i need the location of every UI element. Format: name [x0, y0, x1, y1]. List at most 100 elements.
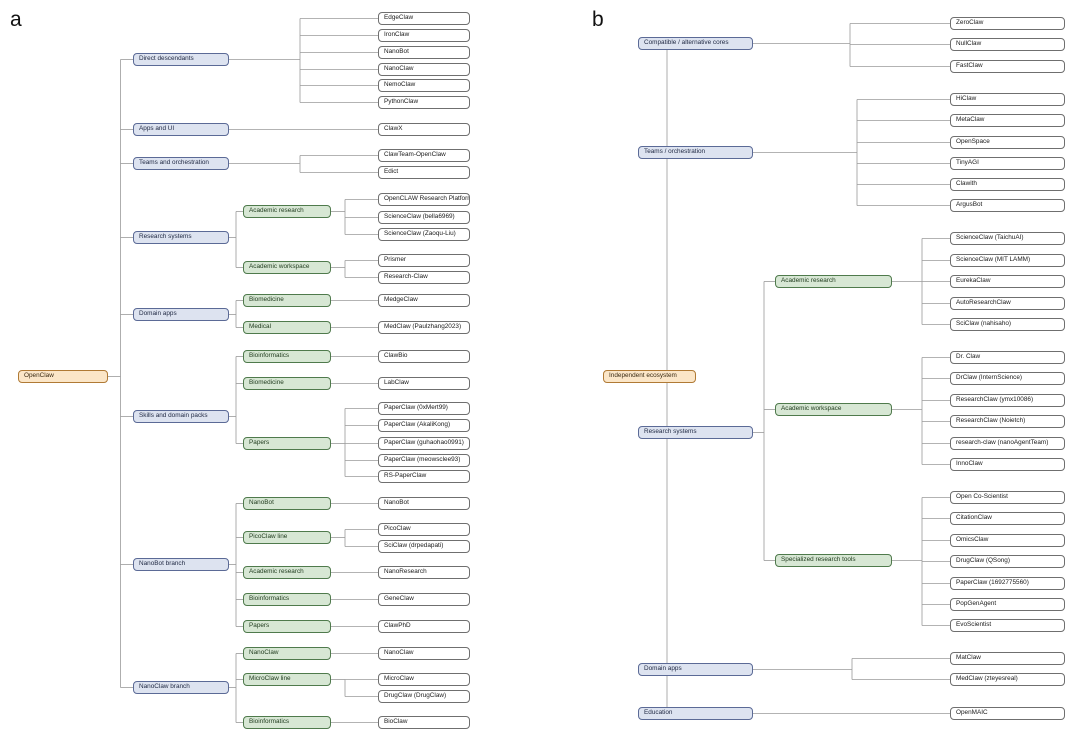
b-node-eurekaclaw[interactable]: EurekaClaw [950, 275, 1065, 288]
a-node-openclaw[interactable]: OpenClaw [18, 370, 108, 383]
a-node-skills-and-domain-packs[interactable]: Skills and domain packs [133, 410, 229, 423]
b-node-teams-orchestration[interactable]: Teams / orchestration [638, 146, 753, 159]
a-node-paperclaw-meowsclee93[interactable]: PaperClaw (meowsclee93) [378, 454, 470, 467]
b-node-openspace[interactable]: OpenSpace [950, 136, 1065, 149]
a-node-research-claw[interactable]: Research-Claw [378, 271, 470, 284]
a-node-paperclaw-0xmert99[interactable]: PaperClaw (0xMert99) [378, 402, 470, 415]
b-node-drugclaw-qsong[interactable]: DrugClaw (QSong) [950, 555, 1065, 568]
b-node-paperclaw-1692775560[interactable]: PaperClaw (1692775560) [950, 577, 1065, 590]
b-node-hiclaw[interactable]: HiClaw [950, 93, 1065, 106]
a-node-nanobot[interactable]: NanoBot [378, 46, 470, 59]
b-node-openmaic[interactable]: OpenMAIC [950, 707, 1065, 720]
a-node-labclaw[interactable]: LabClaw [378, 377, 470, 390]
b-node-metaclaw[interactable]: MetaClaw [950, 114, 1065, 127]
a-node-nanoclaw-branch[interactable]: NanoClaw branch [133, 681, 229, 694]
a-node-papers[interactable]: Papers [243, 437, 331, 450]
a-node-clawteam-openclaw[interactable]: ClawTeam-OpenClaw [378, 149, 470, 162]
a-node-picoclaw[interactable]: PicoClaw [378, 523, 470, 536]
node-label: Research-Claw [384, 273, 428, 281]
a-node-biomedicine[interactable]: Biomedicine [243, 377, 331, 390]
b-node-argusbot[interactable]: ArgusBot [950, 199, 1065, 212]
b-node-researchclaw-noietch[interactable]: ResearchClaw (Noietch) [950, 415, 1065, 428]
b-node-medclaw-zteyesreal[interactable]: MedClaw (zteyesreal) [950, 673, 1065, 686]
a-node-prismer[interactable]: Prismer [378, 254, 470, 267]
b-node-dr-claw[interactable]: Dr. Claw [950, 351, 1065, 364]
node-label: OmicsClaw [956, 536, 989, 544]
b-node-citationclaw[interactable]: CitationClaw [950, 512, 1065, 525]
a-node-paperclaw-guhaohao0991[interactable]: PaperClaw (guhaohao0991) [378, 437, 470, 450]
b-node-omicsclaw[interactable]: OmicsClaw [950, 534, 1065, 547]
a-node-nanobot-branch[interactable]: NanoBot branch [133, 558, 229, 571]
a-node-nanoresearch[interactable]: NanoResearch [378, 566, 470, 579]
a-node-bioinformatics[interactable]: Bioinformatics [243, 716, 331, 729]
b-node-open-co-scientist[interactable]: Open Co-Scientist [950, 491, 1065, 504]
b-node-research-claw-nanoagentteam[interactable]: research-claw (nanoAgentTeam) [950, 437, 1065, 450]
a-node-nanoclaw[interactable]: NanoClaw [378, 63, 470, 76]
b-node-education[interactable]: Education [638, 707, 753, 720]
a-node-sciclaw-drpedapati[interactable]: SciClaw (drpedapati) [378, 540, 470, 553]
b-node-scienceclaw-mit-lamm[interactable]: ScienceClaw (MIT LAMM) [950, 254, 1065, 267]
node-label: NanoBot [384, 499, 409, 507]
a-node-nanoclaw[interactable]: NanoClaw [378, 647, 470, 660]
a-node-apps-and-ui[interactable]: Apps and UI [133, 123, 229, 136]
a-node-nanobot[interactable]: NanoBot [378, 497, 470, 510]
a-node-microclaw[interactable]: MicroClaw [378, 673, 470, 686]
b-node-zeroclaw[interactable]: ZeroClaw [950, 17, 1065, 30]
b-node-popgenagent[interactable]: PopGenAgent [950, 598, 1065, 611]
b-node-nullclaw[interactable]: NullClaw [950, 38, 1065, 51]
a-node-academic-workspace[interactable]: Academic workspace [243, 261, 331, 274]
a-node-edgeclaw[interactable]: EdgeClaw [378, 12, 470, 25]
a-node-microclaw-line[interactable]: MicroClaw line [243, 673, 331, 686]
a-node-clawbio[interactable]: ClawBio [378, 350, 470, 363]
b-node-specialized-research-tools[interactable]: Specialized research tools [775, 554, 892, 567]
b-node-autoresearchclaw[interactable]: AutoResearchClaw [950, 297, 1065, 310]
a-node-domain-apps[interactable]: Domain apps [133, 308, 229, 321]
a-node-nemoclaw[interactable]: NemoClaw [378, 79, 470, 92]
a-node-pythonclaw[interactable]: PythonClaw [378, 96, 470, 109]
b-node-innoclaw[interactable]: InnoClaw [950, 458, 1065, 471]
a-node-bioinformatics[interactable]: Bioinformatics [243, 350, 331, 363]
a-node-academic-research[interactable]: Academic research [243, 205, 331, 218]
b-node-sciclaw-nahisaho[interactable]: SciClaw (nahisaho) [950, 318, 1065, 331]
b-node-domain-apps[interactable]: Domain apps [638, 663, 753, 676]
a-node-nanobot[interactable]: NanoBot [243, 497, 331, 510]
b-node-academic-workspace[interactable]: Academic workspace [775, 403, 892, 416]
b-node-evoscientist[interactable]: EvoScientist [950, 619, 1065, 632]
a-node-edict[interactable]: Edict [378, 166, 470, 179]
b-node-research-systems[interactable]: Research systems [638, 426, 753, 439]
a-node-drugclaw-drugclaw[interactable]: DrugClaw (DrugClaw) [378, 690, 470, 703]
a-node-research-systems[interactable]: Research systems [133, 231, 229, 244]
a-node-biomedicine[interactable]: Biomedicine [243, 294, 331, 307]
b-node-fastclaw[interactable]: FastClaw [950, 60, 1065, 73]
b-node-independent-ecosystem[interactable]: Independent ecosystem [603, 370, 696, 383]
a-node-medclaw-paulzhang2023[interactable]: MedClaw (Paulzhang2023) [378, 321, 470, 334]
a-node-ironclaw[interactable]: IronClaw [378, 29, 470, 42]
a-node-medical[interactable]: Medical [243, 321, 331, 334]
a-node-bioinformatics[interactable]: Bioinformatics [243, 593, 331, 606]
node-label: Compatible / alternative cores [644, 39, 729, 47]
a-node-scienceclaw-zaoqu-liu[interactable]: ScienceClaw (Zaoqu-Liu) [378, 228, 470, 241]
a-node-geneclaw[interactable]: GeneClaw [378, 593, 470, 606]
b-node-drclaw-internscience[interactable]: DrClaw (InternScience) [950, 372, 1065, 385]
a-node-bioclaw[interactable]: BioClaw [378, 716, 470, 729]
b-node-compatible-alternative-cores[interactable]: Compatible / alternative cores [638, 37, 753, 50]
b-node-tinyagi[interactable]: TinyAGI [950, 157, 1065, 170]
a-node-papers[interactable]: Papers [243, 620, 331, 633]
a-node-scienceclaw-bella6969[interactable]: ScienceClaw (bella6969) [378, 211, 470, 224]
b-node-academic-research[interactable]: Academic research [775, 275, 892, 288]
a-node-clawphd[interactable]: ClawPhD [378, 620, 470, 633]
a-node-teams-and-orchestration[interactable]: Teams and orchestration [133, 157, 229, 170]
b-node-matclaw[interactable]: MatClaw [950, 652, 1065, 665]
a-node-openclaw-research-platform[interactable]: OpenCLAW Research Platform [378, 193, 470, 206]
a-node-paperclaw-akalikong[interactable]: PaperClaw (AkaliKong) [378, 419, 470, 432]
a-node-rs-paperclaw[interactable]: RS-PaperClaw [378, 470, 470, 483]
a-node-direct-descendants[interactable]: Direct descendants [133, 53, 229, 66]
b-node-scienceclaw-taichuai[interactable]: ScienceClaw (TaichuAI) [950, 232, 1065, 245]
a-node-picoclaw-line[interactable]: PicoClaw line [243, 531, 331, 544]
a-node-nanoclaw[interactable]: NanoClaw [243, 647, 331, 660]
a-node-academic-research[interactable]: Academic research [243, 566, 331, 579]
a-node-medgeclaw[interactable]: MedgeClaw [378, 294, 470, 307]
b-node-clawith[interactable]: Clawith [950, 178, 1065, 191]
a-node-clawx[interactable]: ClawX [378, 123, 470, 136]
b-node-researchclaw-ymx10086[interactable]: ResearchClaw (ymx10086) [950, 394, 1065, 407]
